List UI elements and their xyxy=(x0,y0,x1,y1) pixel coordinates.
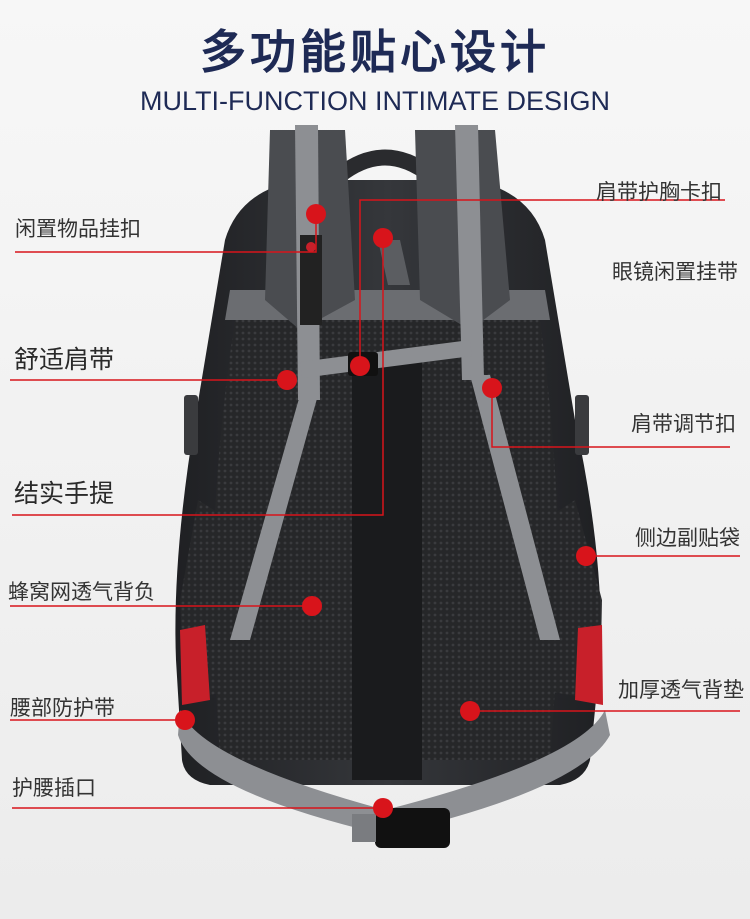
label-idle-item-buckle: 闲置物品挂扣 xyxy=(15,217,141,241)
label-side-pocket: 侧边副贴袋 xyxy=(635,526,740,550)
marker-shoulder-strap xyxy=(277,370,297,390)
glasses-loop xyxy=(378,240,410,285)
waist-buckle xyxy=(375,808,450,848)
label-waist-insert: 护腰插口 xyxy=(12,776,96,800)
marker-side-pocket xyxy=(576,546,596,566)
center-channel xyxy=(352,360,422,780)
red-accent-left xyxy=(180,625,210,705)
side-loop-left xyxy=(184,395,198,455)
marker-idle-item-buckle xyxy=(306,204,326,224)
label-honeycomb-mesh-back: 蜂窝网透气背负 xyxy=(8,580,155,604)
marker-dots xyxy=(175,204,596,818)
label-strap-adjust-buckle: 肩带调节扣 xyxy=(631,412,736,436)
label-comfort-shoulder-strap: 舒适肩带 xyxy=(14,345,115,374)
side-loop-right xyxy=(575,395,589,455)
leader-lines xyxy=(10,199,740,809)
marker-waist-belt xyxy=(175,710,195,730)
lower-strap-left xyxy=(230,395,318,640)
marker-back-pad xyxy=(460,701,480,721)
shoulder-strap-right-web xyxy=(455,125,484,380)
marker-mesh-back xyxy=(302,596,322,616)
label-thick-back-pad: 加厚透气背垫 xyxy=(618,678,744,702)
waist-belt xyxy=(178,710,610,835)
marker-waist-insert xyxy=(373,798,393,818)
marker-chest-buckle xyxy=(350,356,370,376)
page-subtitle: MULTI-FUNCTION INTIMATE DESIGN xyxy=(140,86,610,116)
marker-handle xyxy=(373,228,393,248)
label-glasses-hanger: 眼镜闲置挂带 xyxy=(612,260,738,284)
page-title: 多功能贴心设计 xyxy=(200,25,550,79)
chest-strap xyxy=(300,340,472,378)
red-accent-right xyxy=(575,625,603,705)
label-waist-belt: 腰部防护带 xyxy=(10,696,115,720)
label-shoulder-chest-buckle: 肩带护胸卡扣 xyxy=(596,180,722,204)
marker-strap-adjust xyxy=(482,378,502,398)
brand-tag xyxy=(300,235,322,325)
label-sturdy-handle: 结实手提 xyxy=(14,479,115,508)
